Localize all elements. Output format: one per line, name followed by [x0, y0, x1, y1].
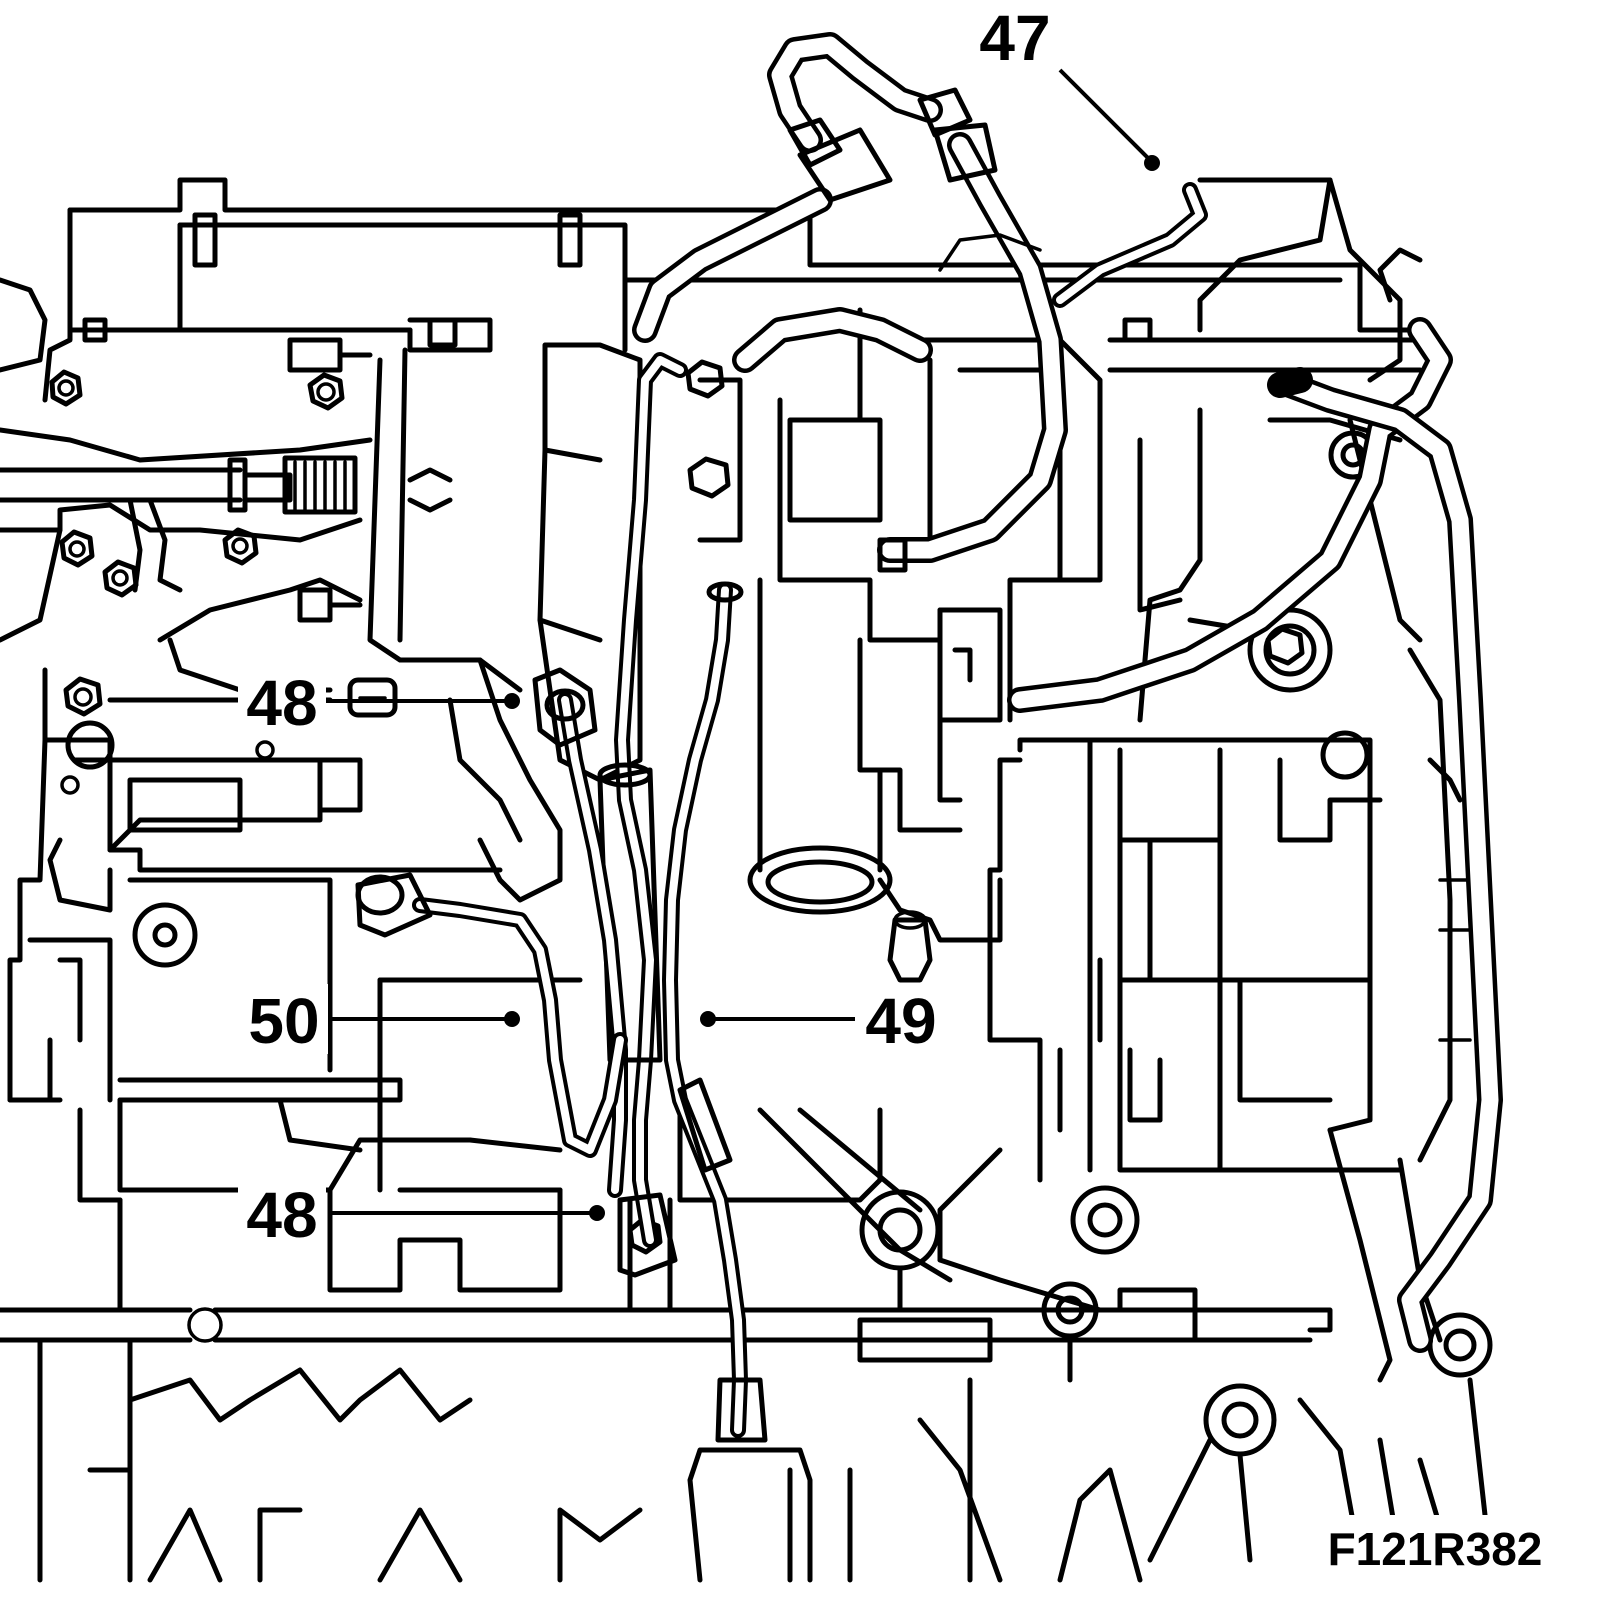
hex-bolt	[63, 676, 103, 717]
hex-bolt	[59, 529, 95, 568]
figure-reference: F121R382	[1328, 1523, 1543, 1575]
hex-bolt	[347, 677, 398, 718]
callout-48-lower: 48	[246, 1179, 317, 1251]
callout-48-upper: 48	[246, 667, 317, 739]
hex-bolt	[102, 559, 139, 598]
callout-leaders	[325, 68, 1160, 1221]
hex-bolt	[1265, 626, 1305, 666]
coolant-hoses	[632, 32, 1503, 1353]
hex-bolt	[687, 456, 731, 499]
callout-labels: 47 48 50 49 48	[238, 2, 1060, 1251]
engine-block	[0, 177, 1493, 1583]
callout-49: 49	[865, 985, 936, 1057]
callout-50: 50	[248, 985, 319, 1057]
hex-bolt	[685, 359, 725, 399]
hex-bolt	[49, 369, 83, 407]
leader-47	[1058, 68, 1152, 162]
hex-bolt	[222, 527, 259, 566]
oil-lines	[355, 352, 933, 1583]
callout-47: 47	[979, 2, 1050, 74]
hex-bolt	[307, 372, 345, 411]
